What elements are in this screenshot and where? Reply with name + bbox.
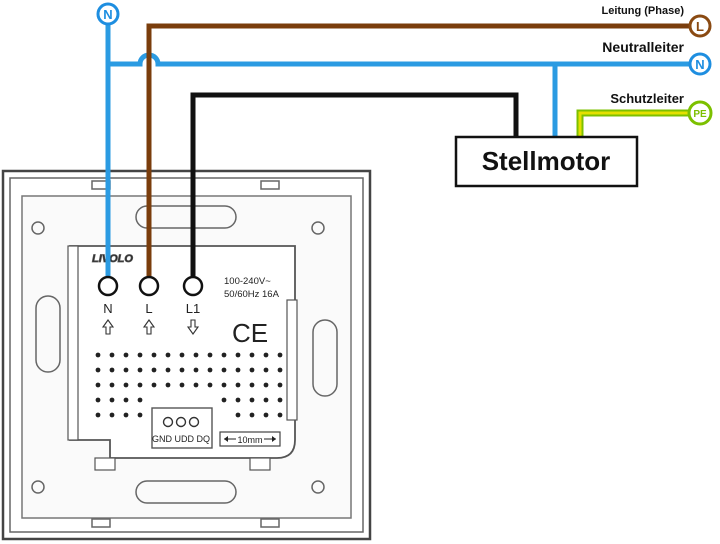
terminal-earth: PE	[687, 100, 713, 126]
vent-hole	[193, 367, 199, 373]
vent-hole	[221, 367, 227, 373]
strip-length-label: 10mm	[237, 435, 262, 445]
label-phase: Leitung (Phase)	[601, 5, 684, 17]
actuator-box: Stellmotor	[454, 135, 639, 188]
vent-hole	[249, 397, 255, 403]
strip-length-gauge: 10mm	[219, 431, 281, 447]
arrow-in-n-icon	[101, 319, 115, 335]
rating-voltage: 100-240V~	[224, 276, 271, 287]
vent-hole	[235, 397, 241, 403]
vent-hole	[165, 352, 171, 358]
vent-hole	[123, 412, 129, 418]
vent-hole	[193, 382, 199, 388]
vent-hole	[249, 367, 255, 373]
terminal-top-n-label: N	[103, 7, 112, 22]
vent-hole	[221, 397, 227, 403]
output-wire	[190, 92, 519, 286]
vent-hole	[235, 412, 241, 418]
vent-hole	[179, 352, 185, 358]
vent-hole	[151, 367, 157, 373]
terminal-label-l1: L1	[186, 301, 200, 316]
vent-hole	[123, 367, 129, 373]
rating-frequency-current: 50/60Hz 16A	[224, 289, 280, 300]
bus-pin-gnd	[162, 416, 174, 428]
vent-hole	[109, 367, 115, 373]
terminal-top-n: N	[96, 2, 120, 26]
vent-hole	[235, 352, 241, 358]
terminal-label-n: N	[103, 301, 112, 316]
vent-hole	[277, 382, 283, 388]
vent-hole	[109, 397, 115, 403]
terminal-neutral: N	[688, 52, 712, 76]
arrow-in-l-icon	[142, 319, 156, 335]
vent-hole	[235, 382, 241, 388]
bus-labels: GND UDD DQ	[152, 434, 210, 444]
vent-hole	[263, 367, 269, 373]
bus-pin-dq	[188, 416, 200, 428]
vent-hole	[193, 352, 199, 358]
vent-hole	[95, 382, 101, 388]
vent-hole	[221, 352, 227, 358]
vent-hole	[137, 412, 143, 418]
terminal-phase-label: L	[696, 19, 704, 34]
terminal-earth-label: PE	[693, 109, 707, 120]
vent-hole	[235, 367, 241, 373]
vent-hole	[179, 382, 185, 388]
brand-logo: LIVOLO	[92, 253, 133, 265]
vent-hole	[95, 352, 101, 358]
vent-hole	[137, 367, 143, 373]
vent-hole	[151, 352, 157, 358]
terminal-phase: L	[688, 14, 712, 38]
vent-hole	[179, 367, 185, 373]
vent-hole	[263, 352, 269, 358]
vent-hole	[277, 352, 283, 358]
vent-hole	[207, 367, 213, 373]
bus-pin-udd	[175, 416, 187, 428]
vent-hole	[165, 382, 171, 388]
vent-hole	[151, 382, 157, 388]
vent-hole	[109, 412, 115, 418]
vent-hole	[95, 397, 101, 403]
vent-hole	[277, 397, 283, 403]
terminal-label-l: L	[145, 301, 152, 316]
vent-hole	[123, 382, 129, 388]
switch-back-plate	[1, 169, 372, 541]
vent-hole	[277, 367, 283, 373]
vent-hole	[123, 352, 129, 358]
device-terminal-l	[138, 275, 160, 297]
vent-hole	[109, 352, 115, 358]
earth-wire	[576, 109, 690, 137]
vent-hole	[207, 382, 213, 388]
vent-hole	[95, 367, 101, 373]
device-terminal-l1	[182, 275, 204, 297]
label-neutral: Neutralleiter	[602, 39, 684, 55]
vent-hole-grid	[95, 352, 283, 418]
vent-hole	[263, 397, 269, 403]
vent-hole	[263, 412, 269, 418]
vent-hole	[137, 397, 143, 403]
actuator-label: Stellmotor	[482, 146, 611, 176]
vent-hole	[95, 412, 101, 418]
vent-hole	[263, 382, 269, 388]
bus-connector: GND UDD DQ	[151, 407, 213, 449]
device-terminal-n	[97, 275, 119, 297]
arrow-out-l1-icon	[186, 319, 200, 335]
vent-hole	[137, 352, 143, 358]
vent-hole	[137, 382, 143, 388]
vent-hole	[123, 397, 129, 403]
terminal-neutral-label: N	[695, 57, 704, 72]
vent-hole	[249, 352, 255, 358]
label-earth: Schutzleiter	[610, 91, 684, 106]
vent-hole	[165, 367, 171, 373]
ce-mark: CE	[232, 318, 268, 348]
phase-wire	[146, 23, 690, 286]
vent-hole	[109, 382, 115, 388]
vent-hole	[207, 352, 213, 358]
vent-hole	[249, 412, 255, 418]
vent-hole	[249, 382, 255, 388]
vent-hole	[221, 382, 227, 388]
vent-hole	[277, 412, 283, 418]
